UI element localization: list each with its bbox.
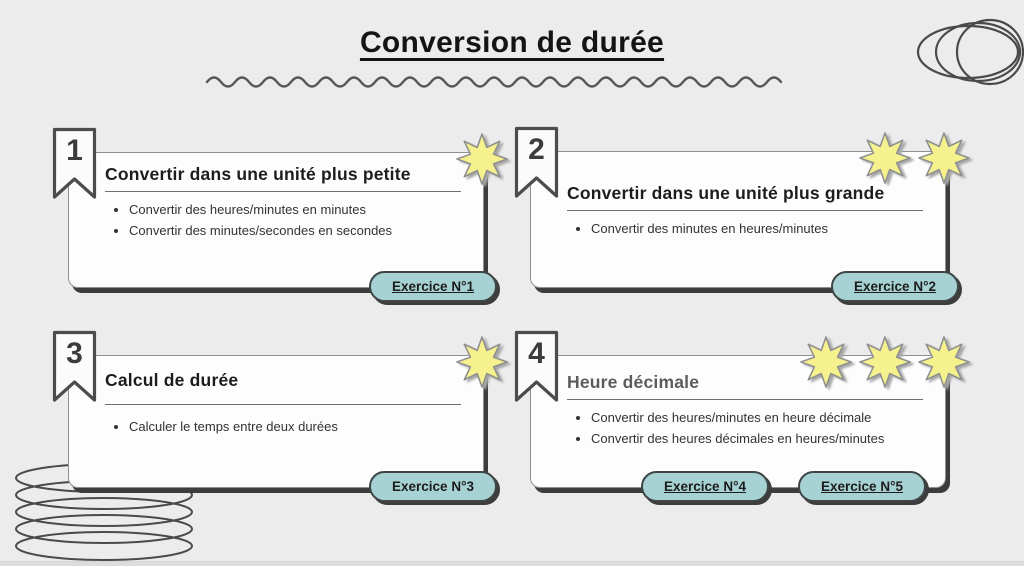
card-title: Convertir dans une unité plus grande	[567, 183, 885, 203]
bullet-item: Convertir des minutes/secondes en second…	[129, 222, 461, 240]
star-icon	[918, 336, 970, 388]
card-3: 3 Calcul de durée Calculer le temps entr…	[52, 330, 508, 502]
card-number: 1	[66, 134, 83, 167]
card-number: 4	[528, 337, 545, 370]
bottom-edge-strip	[0, 561, 1024, 566]
page-title: Conversion de durée	[359, 26, 665, 59]
circles-decoration	[916, 18, 1024, 86]
card-number: 3	[66, 337, 83, 370]
star-icon	[456, 336, 508, 388]
star-rating	[455, 335, 509, 389]
star-icon	[456, 133, 508, 185]
card-title: Convertir dans une unité plus petite	[105, 164, 411, 184]
star-rating	[799, 335, 971, 389]
card-number: 2	[528, 133, 545, 166]
bullet-list: Convertir des minutes en heures/minutes	[567, 220, 923, 238]
bullet-list: Convertir des heures/minutes en heure dé…	[567, 409, 923, 448]
bullet-list: Calculer le temps entre deux durées	[105, 418, 461, 436]
exercise-4-button[interactable]: Exercice N°4	[641, 471, 769, 502]
star-icon	[800, 336, 852, 388]
bullet-item: Convertir des minutes en heures/minutes	[591, 220, 923, 238]
bookmark-ribbon-icon: 3	[52, 330, 97, 404]
card-4: 4 Heure décimale Convertir des heures/mi…	[514, 330, 970, 502]
star-icon	[859, 132, 911, 184]
exercise-1-button[interactable]: Exercice N°1	[369, 271, 497, 302]
bullet-item: Convertir des heures décimales en heures…	[591, 430, 923, 448]
title-rule	[567, 399, 923, 400]
star-rating	[858, 131, 971, 185]
card-title: Calcul de durée	[105, 370, 239, 390]
bullet-item: Calculer le temps entre deux durées	[129, 418, 461, 436]
exercise-5-button[interactable]: Exercice N°5	[798, 471, 926, 502]
bullet-item: Convertir des heures/minutes en heure dé…	[591, 409, 923, 427]
card-title: Heure décimale	[567, 372, 700, 392]
card-1: 1 Convertir dans une unité plus petite C…	[52, 127, 508, 302]
title-rule	[567, 210, 923, 211]
bookmark-ribbon-icon: 2	[514, 126, 559, 200]
title-rule	[105, 404, 461, 405]
wavy-line-decoration	[205, 76, 783, 88]
bookmark-ribbon-icon: 4	[514, 330, 559, 404]
bookmark-ribbon-icon: 1	[52, 127, 97, 201]
title-rule	[105, 191, 461, 192]
bullet-item: Convertir des heures/minutes en minutes	[129, 201, 461, 219]
star-rating	[455, 132, 509, 186]
bullet-list: Convertir des heures/minutes en minutes …	[105, 201, 461, 240]
star-icon	[859, 336, 911, 388]
star-icon	[918, 132, 970, 184]
exercise-2-button[interactable]: Exercice N°2	[831, 271, 959, 302]
card-2: 2 Convertir dans une unité plus grande C…	[514, 126, 970, 302]
exercise-3-button[interactable]: Exercice N°3	[369, 471, 497, 502]
